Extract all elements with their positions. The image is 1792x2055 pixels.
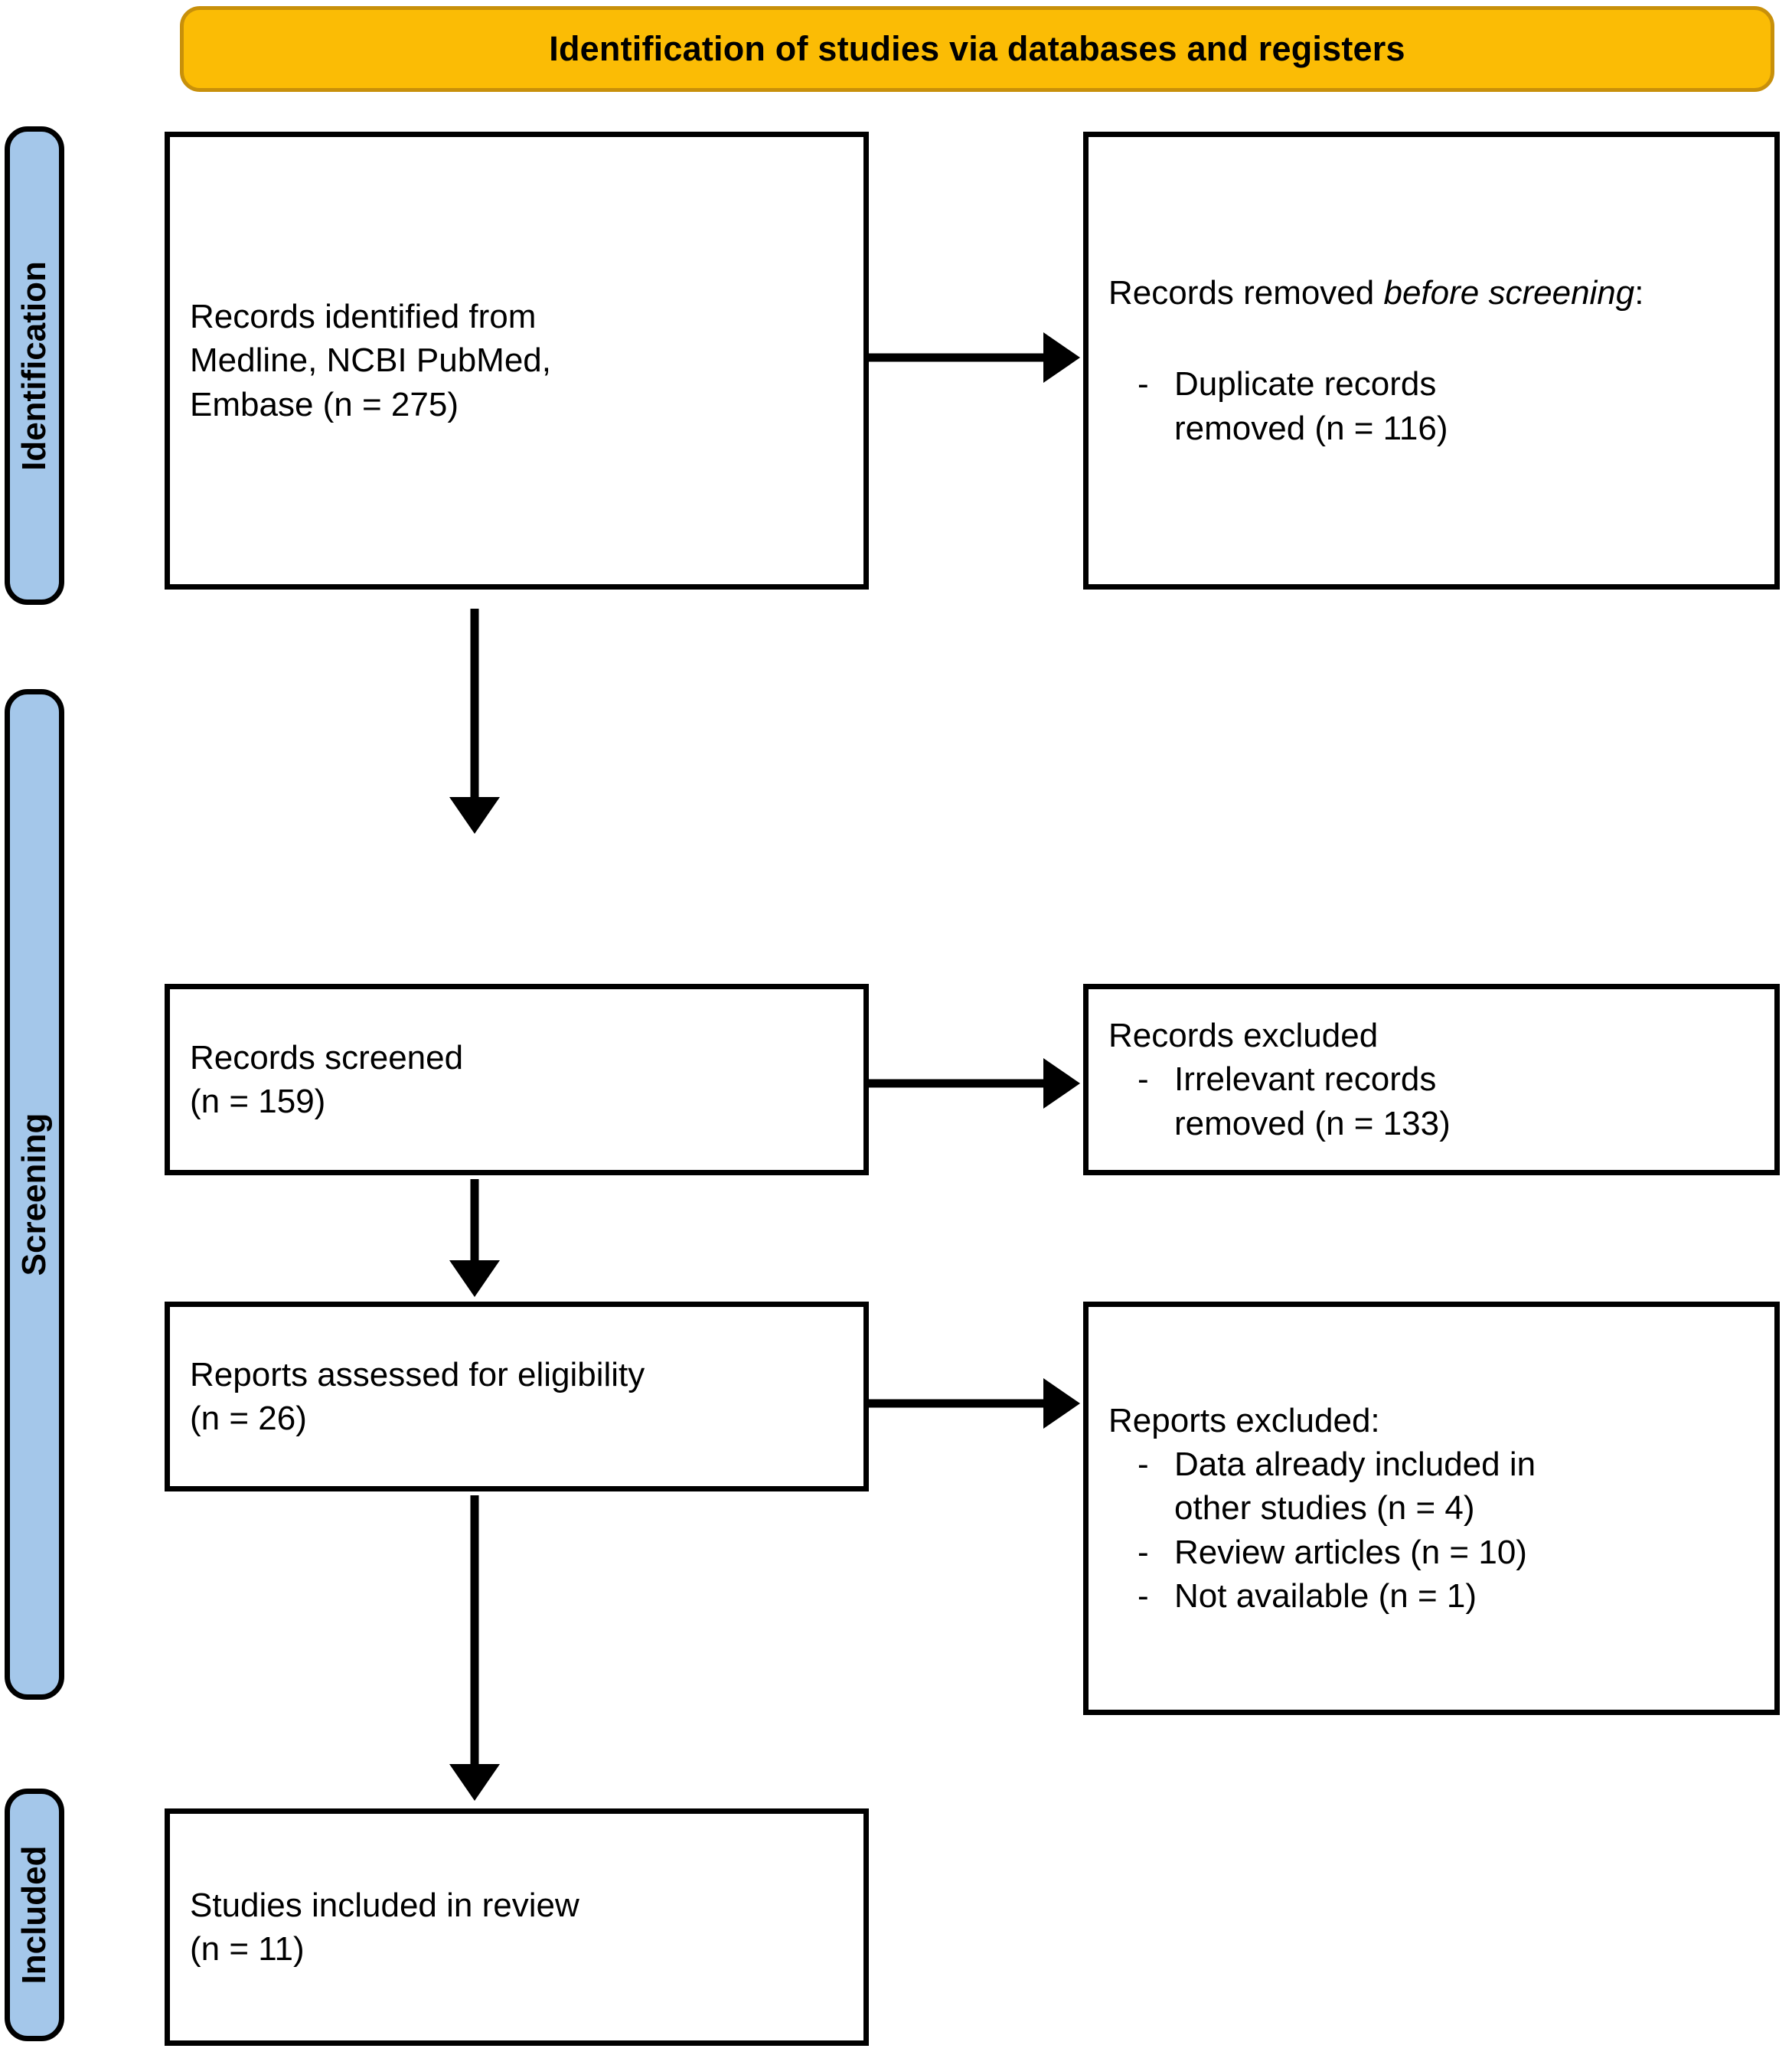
bullet-text: Not available (n = 1) [1174, 1576, 1477, 1615]
bullet-text: Duplicate records removed (n = 116) [1174, 365, 1448, 447]
reports-assessed-text: Reports assessed for eligibility (n = 26… [190, 1355, 645, 1437]
stage-bar-identification: Identification [5, 126, 64, 605]
list-item: - Duplicate records removed (n = 116) [1108, 362, 1754, 449]
records-removed-bullet-list: - Duplicate records removed (n = 116) [1108, 362, 1754, 449]
box-records-screened: Records screened (n = 159) [165, 984, 869, 1175]
list-item: - Not available (n = 1) [1108, 1574, 1754, 1618]
list-item: - Data already included in other studies… [1108, 1442, 1754, 1530]
studies-included-text: Studies included in review (n = 11) [190, 1886, 579, 1968]
box-studies-included: Studies included in review (n = 11) [165, 1808, 869, 2046]
records-identified-text: Records identified from Medline, NCBI Pu… [190, 298, 551, 423]
box-reports-excluded: Reports excluded: - Data already include… [1083, 1302, 1780, 1715]
box-records-removed-before-screening: Records removed before screening: - Dupl… [1083, 132, 1780, 590]
box-records-excluded: Records excluded - Irrelevant records re… [1083, 984, 1780, 1175]
bullet-dash: - [1138, 1446, 1149, 1484]
stage-label-identification: Identification [15, 260, 53, 471]
reports-excluded-heading: Reports excluded: [1108, 1402, 1380, 1440]
stage-bar-screening: Screening [5, 689, 64, 1700]
records-removed-heading-plain: Records removed [1108, 274, 1384, 312]
bullet-text: Irrelevant records removed (n = 133) [1174, 1060, 1451, 1142]
bullet-text: Data already included in other studies (… [1174, 1446, 1536, 1527]
bullet-text: Review articles (n = 10) [1174, 1533, 1527, 1571]
records-removed-heading: Records removed before screening: [1108, 271, 1754, 315]
bullet-dash: - [1138, 1533, 1149, 1571]
records-removed-heading-tail: : [1634, 274, 1644, 312]
bullet-dash: - [1138, 1576, 1149, 1615]
bullet-dash: - [1138, 1060, 1149, 1099]
list-item: - Review articles (n = 10) [1108, 1531, 1754, 1574]
header-banner: Identification of studies via databases … [180, 6, 1774, 92]
list-item: - Irrelevant records removed (n = 133) [1108, 1057, 1754, 1145]
records-screened-text: Records screened (n = 159) [190, 1038, 464, 1120]
reports-excluded-bullet-list: - Data already included in other studies… [1108, 1442, 1754, 1618]
records-removed-heading-italic: before screening [1383, 274, 1635, 312]
box-reports-assessed: Reports assessed for eligibility (n = 26… [165, 1302, 869, 1491]
stage-bar-included: Included [5, 1789, 64, 2041]
records-excluded-heading: Records excluded [1108, 1017, 1379, 1055]
page-title: Identification of studies via databases … [549, 29, 1405, 68]
records-excluded-bullet-list: - Irrelevant records removed (n = 133) [1108, 1057, 1754, 1145]
box-records-identified: Records identified from Medline, NCBI Pu… [165, 132, 869, 590]
stage-label-included: Included [15, 1845, 53, 1985]
bullet-dash: - [1138, 365, 1149, 403]
stage-label-screening: Screening [15, 1112, 53, 1276]
